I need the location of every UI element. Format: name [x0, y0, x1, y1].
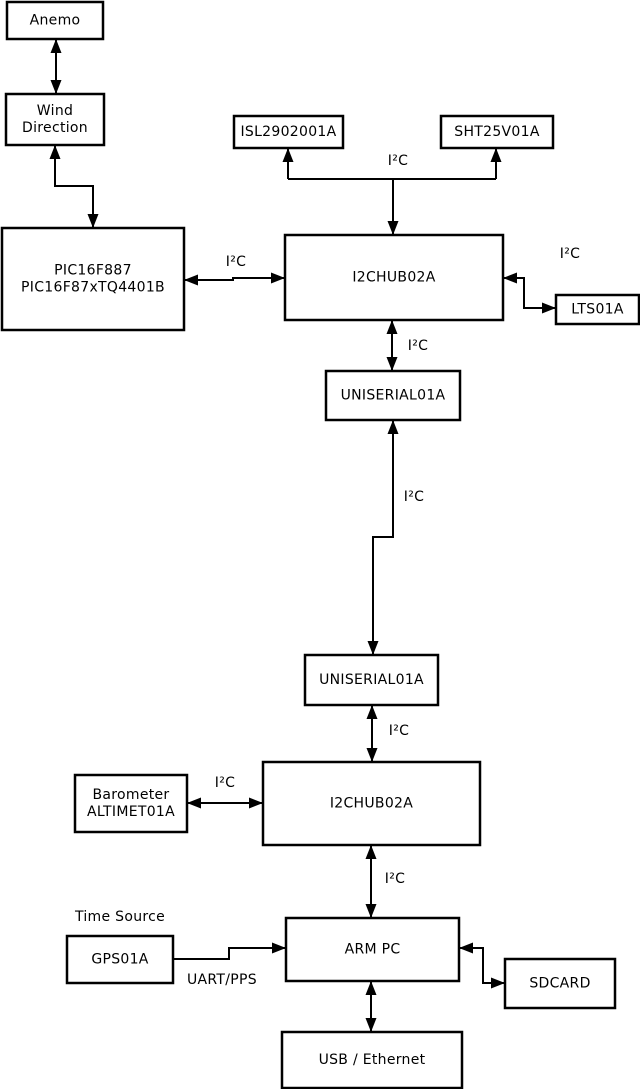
label-i2c-sensor-bus: I²C	[388, 153, 408, 169]
edges-layer	[49, 39, 556, 1032]
isl2902001a-box	[232, 114, 345, 150]
edge-armpc-sdcard	[459, 942, 505, 989]
label-i2c-lts: I²C	[560, 246, 580, 262]
label-time-source: Time Source	[74, 909, 165, 925]
label-i2c-long-link: I²C	[404, 489, 424, 505]
node-lts01a: LTS01A	[554, 293, 640, 326]
uniserial-1-box	[324, 369, 462, 422]
label-uart-pps: UART/PPS	[187, 972, 257, 988]
pic-box	[0, 226, 186, 332]
wind-direction-box	[4, 92, 106, 147]
barometer-label: ALTIMET01A	[87, 804, 175, 820]
i2chub-1-label: I2CHUB02A	[352, 270, 435, 286]
lts01a-label: LTS01A	[571, 302, 624, 318]
barometer-box	[73, 773, 189, 834]
edge-pic-i2chub1	[184, 272, 285, 286]
sdcard-label: SDCARD	[529, 976, 590, 992]
node-uniserial-2: UNISERIAL01A	[303, 653, 440, 707]
lts01a-box	[554, 293, 640, 326]
gps01a-box	[65, 934, 175, 985]
label-i2c-uniserial2-hub2: I²C	[389, 723, 409, 739]
pic-label: PIC16F87xTQ4401B	[21, 280, 165, 296]
usb-ethernet-label: USB / Ethernet	[319, 1052, 426, 1068]
uniserial-2-label: UNISERIAL01A	[319, 672, 424, 688]
i2chub-1-box	[283, 233, 505, 322]
edge-i2chub1-lts01a	[503, 272, 556, 314]
sdcard-box	[503, 957, 617, 1010]
labels-layer: I²C I²C I²C I²C I²C I²C I²C I²C Time SourceUART/…	[74, 153, 580, 988]
arm-pc-box	[284, 916, 461, 983]
label-i2c-barometer: I²C	[215, 775, 235, 791]
node-arm-pc: ARM PC	[284, 916, 461, 983]
label-i2c-pic-hub: I²C	[226, 254, 246, 270]
node-anemo: Anemo	[5, 0, 105, 41]
sht25v01a-label: SHT25V01A	[454, 124, 540, 140]
label-i2c-hub2-armpc: I²C	[385, 871, 405, 887]
isl2902001a-label: ISL2902001A	[240, 124, 336, 140]
wind-direction-label: Wind	[37, 103, 73, 119]
gps01a-label: GPS01A	[91, 952, 148, 968]
usb-ethernet-box	[280, 1030, 464, 1089]
i2chub-2-label: I2CHUB02A	[330, 796, 413, 812]
edge-wind-pic	[49, 145, 99, 228]
pic-label: PIC16F887	[54, 263, 132, 279]
node-usb-ethernet: USB / Ethernet	[280, 1030, 464, 1089]
node-i2chub-1: I2CHUB02A	[283, 233, 505, 322]
node-sht25v01a: SHT25V01A	[439, 114, 555, 150]
i2chub-2-box	[261, 760, 482, 847]
label-i2c-hub1-uniserial1: I²C	[408, 338, 428, 354]
node-sdcard: SDCARD	[503, 957, 617, 1010]
edge-uniserial1-uniserial2	[367, 420, 399, 655]
anemo-label: Anemo	[30, 13, 81, 29]
barometer-label: Barometer	[92, 787, 169, 803]
sht25v01a-box	[439, 114, 555, 150]
node-gps01a: GPS01A	[65, 934, 175, 985]
arm-pc-label: ARM PC	[345, 942, 401, 958]
anemo-box	[5, 0, 105, 41]
node-uniserial-1: UNISERIAL01A	[324, 369, 462, 422]
wind-direction-label: Direction	[22, 120, 88, 136]
edge-gps-armpc	[173, 942, 286, 960]
uniserial-1-label: UNISERIAL01A	[341, 388, 446, 404]
node-isl2902001a: ISL2902001A	[232, 114, 345, 150]
uniserial-2-box	[303, 653, 440, 707]
node-i2chub-2: I2CHUB02A	[261, 760, 482, 847]
